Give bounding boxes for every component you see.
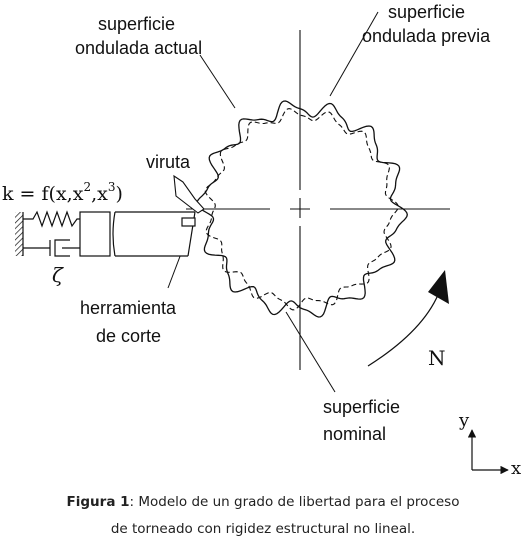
figure-caption-text-1: : Modelo de un grado de libertad para el… [129,494,460,510]
label-current-surface-2: ondulada actual [75,38,202,58]
label-nominal-surface-1: superficie [323,397,400,417]
previous-wavy-surface [204,108,399,311]
figure-caption-label: Figura 1 [66,494,130,510]
figure-caption-line-1: Figura 1: Modelo de un grado de libertad… [0,489,526,515]
stiffness-formula: k = f(x,x2,x3) [2,180,123,205]
label-cutting-tool-1: herramienta [80,298,177,318]
axis-x-label: x [511,458,521,479]
coordinate-axes [467,429,509,475]
label-chip: viruta [146,152,191,172]
tool-holder [79,211,196,257]
spring-damper [15,210,80,257]
label-cutting-tool-2: de corte [96,326,161,346]
label-current-surface-1: superficie [98,14,175,34]
chip [173,174,205,214]
axis-y-label: y [458,410,470,431]
centerlines [186,30,450,370]
leader-lines [167,11,379,393]
damping-symbol: ζ [52,263,64,287]
rotation-label: N [428,346,446,370]
rotation-arrow [367,289,441,367]
label-previous-surface-1: superficie [388,2,465,22]
figure-caption-line-2: de torneado con rigidez estructural no l… [110,521,416,537]
label-nominal-surface-2: nominal [323,424,386,444]
rotation-arrowhead [428,270,449,304]
label-previous-surface-2: ondulada previa [362,26,491,46]
